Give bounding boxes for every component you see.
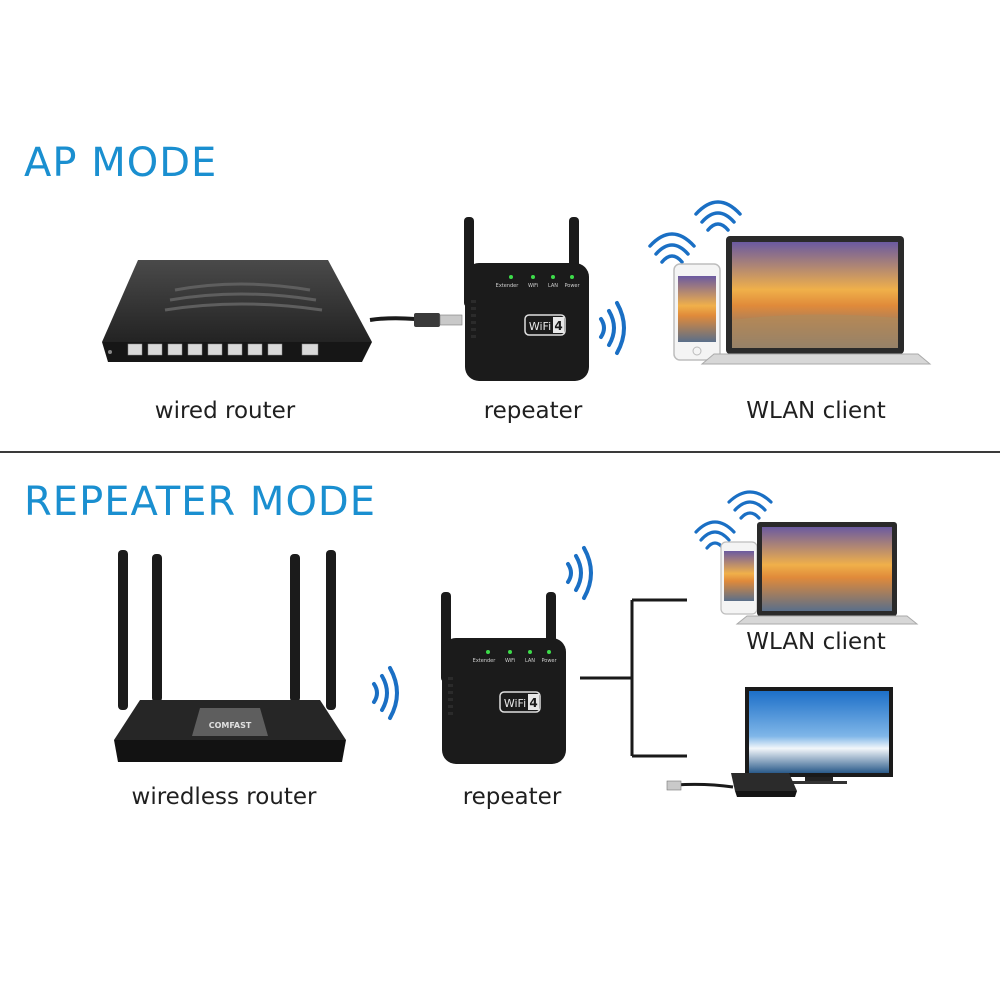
wifi-badge-text: WiFi: [529, 320, 551, 333]
label-wireless-router: wiredless router: [131, 784, 317, 810]
label-rep-wlan-client: WLAN client: [746, 629, 886, 655]
led-label-wifi: WiFi: [505, 658, 515, 664]
led-label-power: Power: [564, 283, 580, 289]
led-label-wifi: WiFi: [528, 283, 538, 289]
label-wired-router: wired router: [154, 398, 296, 424]
label-rep-repeater: repeater: [462, 784, 562, 810]
wifi-badge-number: 4: [529, 696, 537, 710]
ap-repeater-device: Extender WiFi LAN Power WiFi 4: [464, 217, 589, 381]
tv-wired-client: [666, 687, 893, 797]
wifi4-badge: [524, 314, 566, 336]
wifi-badge-text: WiFi: [504, 697, 526, 710]
led-label-lan: LAN: [525, 658, 535, 664]
section-divider: [0, 451, 1000, 453]
rep-repeater-device: Extender WiFi LAN Power WiFi 4: [441, 592, 566, 764]
led-label-extender: Extender: [496, 283, 520, 289]
led-label-lan: LAN: [548, 283, 558, 289]
ethernet-cable: [369, 313, 463, 327]
wifi4-badge: [499, 691, 541, 713]
wireless-router-device: COMFAST: [114, 550, 346, 762]
wifi-badge-number: 4: [554, 319, 562, 333]
label-ap-repeater: repeater: [483, 398, 583, 424]
ap-mode-title: AP MODE: [24, 140, 218, 186]
ap-wlan-client-devices: [648, 200, 932, 365]
label-ap-wlan-client: WLAN client: [746, 398, 886, 424]
branch-connector: [580, 598, 687, 758]
signal-waves-icon: [566, 546, 593, 600]
led-label-power: Power: [541, 658, 557, 664]
led-label-extender: Extender: [473, 658, 497, 664]
repeater-mode-title: REPEATER MODE: [24, 479, 377, 525]
router-brand-logo: COMFAST: [209, 721, 252, 730]
wired-router-device: [102, 260, 372, 362]
signal-waves-icon: [372, 666, 399, 720]
signal-waves-icon: [599, 301, 626, 355]
rep-wlan-client-devices: [694, 490, 919, 625]
